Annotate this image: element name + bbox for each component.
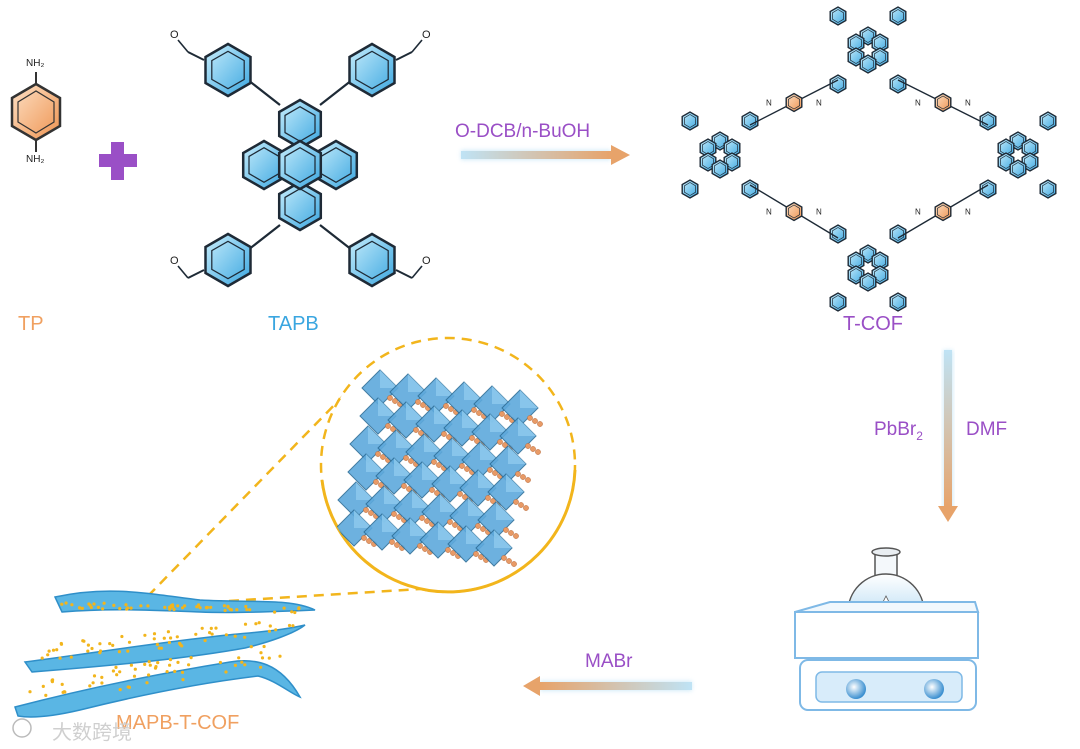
tapb-molecule: O O O O bbox=[170, 29, 431, 288]
imine-n-label: N bbox=[816, 99, 822, 108]
pyrene-ring bbox=[859, 272, 877, 292]
hotplate-flask bbox=[794, 547, 980, 711]
fiber-bundle bbox=[14, 590, 316, 718]
phenyl-ring bbox=[829, 74, 847, 94]
phenyl-ring bbox=[204, 232, 252, 288]
organic-chain bbox=[403, 455, 419, 467]
mabr-label: MABr bbox=[585, 651, 633, 672]
phenyl-ring bbox=[681, 179, 699, 199]
imine-n-label: N bbox=[915, 208, 921, 217]
organic-chain bbox=[525, 443, 541, 455]
tapb-label: TAPB bbox=[268, 313, 319, 335]
phenyl-ring bbox=[979, 179, 997, 199]
phenyl-ring bbox=[681, 111, 699, 131]
pbbr2-text: PbBr bbox=[874, 419, 917, 440]
imine-n-label: N bbox=[965, 208, 971, 217]
pyrene-ring bbox=[859, 54, 877, 74]
pbbr2-label: PbBr2 bbox=[874, 419, 923, 443]
phenyl-ring bbox=[741, 179, 759, 199]
phenyl-ring bbox=[889, 292, 907, 312]
organic-chain bbox=[513, 499, 529, 511]
tp-label: TP bbox=[18, 313, 44, 335]
imine-n-label: N bbox=[816, 208, 822, 217]
organic-chain bbox=[487, 467, 503, 479]
organic-chain bbox=[515, 471, 531, 483]
phenyl-ring bbox=[889, 74, 907, 94]
organic-chain bbox=[503, 527, 519, 539]
organic-chain bbox=[501, 555, 517, 567]
imine-n-label: N bbox=[766, 208, 772, 217]
arrow-left bbox=[523, 676, 692, 696]
organic-chain bbox=[473, 551, 489, 563]
watermark-text: 大数跨境 bbox=[52, 722, 132, 744]
tp-linker-ring bbox=[785, 92, 803, 113]
phenyl-ring bbox=[829, 292, 847, 312]
imine-n-label: N bbox=[965, 99, 971, 108]
organic-chain bbox=[527, 415, 543, 427]
phenyl-ring bbox=[204, 42, 252, 98]
dmf-label: DMF bbox=[966, 419, 1008, 440]
phenyl-ring bbox=[741, 111, 759, 131]
tcof-framework: N N N N N N N N bbox=[681, 6, 1057, 312]
aldehyde-o-label: O bbox=[170, 255, 179, 267]
phenyl-ring bbox=[1039, 179, 1057, 199]
pyrene-ring bbox=[277, 180, 323, 232]
pbbr2-subscript: 2 bbox=[916, 428, 923, 443]
organic-chain bbox=[475, 523, 491, 535]
tp-linker-ring bbox=[934, 92, 952, 113]
phenyl-ring bbox=[889, 224, 907, 244]
imine-n-label: N bbox=[766, 99, 772, 108]
pyrene-ring bbox=[711, 159, 729, 179]
aldehyde-o-label: O bbox=[422, 255, 431, 267]
organic-chain bbox=[415, 399, 431, 411]
organic-chain bbox=[445, 547, 461, 559]
phenyl-ring bbox=[348, 42, 396, 98]
plus-icon bbox=[99, 142, 137, 180]
pyrene-ring bbox=[277, 139, 323, 191]
product-label: MAPB-T-COF bbox=[116, 712, 240, 734]
watermark-logo bbox=[12, 718, 32, 738]
phenyl-ring bbox=[829, 224, 847, 244]
perovskite-dots bbox=[28, 601, 301, 698]
tp-nh2-top: NH₂ bbox=[26, 58, 45, 69]
tp-molecule bbox=[10, 72, 62, 152]
phenyl-ring bbox=[829, 6, 847, 26]
phenyl-ring bbox=[979, 111, 997, 131]
perovskite-lattice bbox=[335, 369, 543, 567]
tcof-label: T-COF bbox=[843, 313, 903, 335]
organic-chain bbox=[387, 395, 403, 407]
phenyl-ring bbox=[1039, 111, 1057, 131]
arrow-down bbox=[938, 350, 958, 522]
phenyl-ring bbox=[889, 6, 907, 26]
solvent-label: O-DCB/n-BuOH bbox=[455, 121, 591, 142]
pyrene-ring bbox=[1009, 159, 1027, 179]
tp-linker-ring bbox=[934, 201, 952, 222]
organic-chain bbox=[499, 411, 515, 423]
tp-linker-ring bbox=[785, 201, 803, 222]
organic-chain bbox=[417, 543, 433, 555]
organic-chain bbox=[363, 507, 379, 519]
aldehyde-o-label: O bbox=[170, 29, 179, 41]
tp-nh2-bottom: NH₂ bbox=[26, 154, 45, 165]
arrow-right bbox=[461, 145, 630, 165]
aldehyde-o-label: O bbox=[422, 29, 431, 41]
imine-n-label: N bbox=[915, 99, 921, 108]
phenyl-ring bbox=[348, 232, 396, 288]
